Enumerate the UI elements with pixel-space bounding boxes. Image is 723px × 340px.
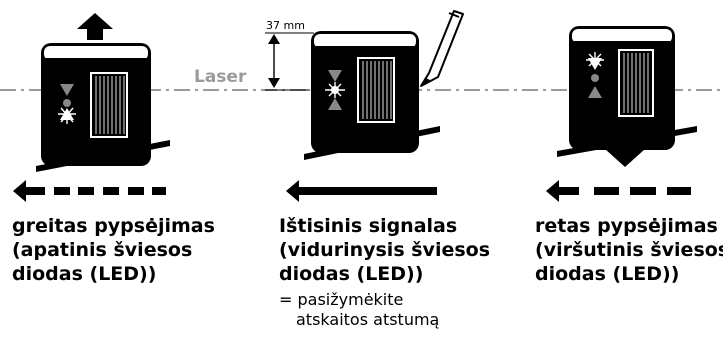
caption-fast-beeping: greitas pypsėjimas (apatinis šviesos dio…: [12, 214, 215, 286]
caption-line: diodas (LED)): [535, 263, 680, 285]
caption-continuous-signal: Ištisinis signalas (vidurinysis šviesos …: [279, 214, 490, 286]
caption-line: diodas (LED)): [12, 263, 157, 285]
led-bottom-off: [588, 86, 602, 98]
led-top-off: [328, 70, 342, 82]
panel-fast-beeping: [13, 13, 170, 202]
led-bottom-off: [328, 98, 342, 110]
measure-arrow-icon: [268, 34, 280, 88]
down-arrow-icon: [605, 137, 645, 167]
measure-label: 37 mm: [266, 19, 305, 32]
note-line: = pasižymėkite: [279, 290, 404, 309]
caption-line: (viršutinis šviesos: [535, 239, 723, 261]
caption-line: (vidurinysis šviesos: [279, 239, 491, 261]
continuous-signal-icon: [286, 180, 437, 202]
led-middle-off: [591, 74, 599, 82]
caption-line: diodas (LED)): [279, 263, 424, 285]
note-line: atskaitos atstumą: [296, 310, 440, 329]
pencil-icon: [420, 10, 464, 87]
device-upper: [569, 26, 675, 150]
device-center: [311, 31, 419, 153]
panel-slow-beeping: [546, 26, 697, 202]
led-middle-off: [63, 99, 71, 107]
fast-beep-signal-icon: [13, 180, 166, 202]
caption-line: (apatinis šviesos: [12, 239, 193, 261]
up-arrow-icon: [77, 13, 113, 40]
caption-line: Ištisinis signalas: [279, 215, 458, 237]
slow-beep-signal-icon: [546, 180, 691, 202]
laser-label: Laser: [194, 67, 247, 87]
led-top-off: [60, 84, 74, 96]
panel-continuous-signal: 37 mm: [265, 10, 464, 202]
caption-line: retas pypsėjimas: [535, 215, 718, 237]
surface-wedge: [36, 140, 170, 172]
caption-slow-beeping: retas pypsėjimas (viršutinis šviesos dio…: [535, 214, 723, 286]
surface-wedge: [304, 126, 440, 160]
caption-line: greitas pypsėjimas: [12, 215, 215, 237]
note-mark-reference: = pasižymėkite atskaitos atstumą: [279, 290, 439, 330]
device-lower: [41, 43, 151, 166]
